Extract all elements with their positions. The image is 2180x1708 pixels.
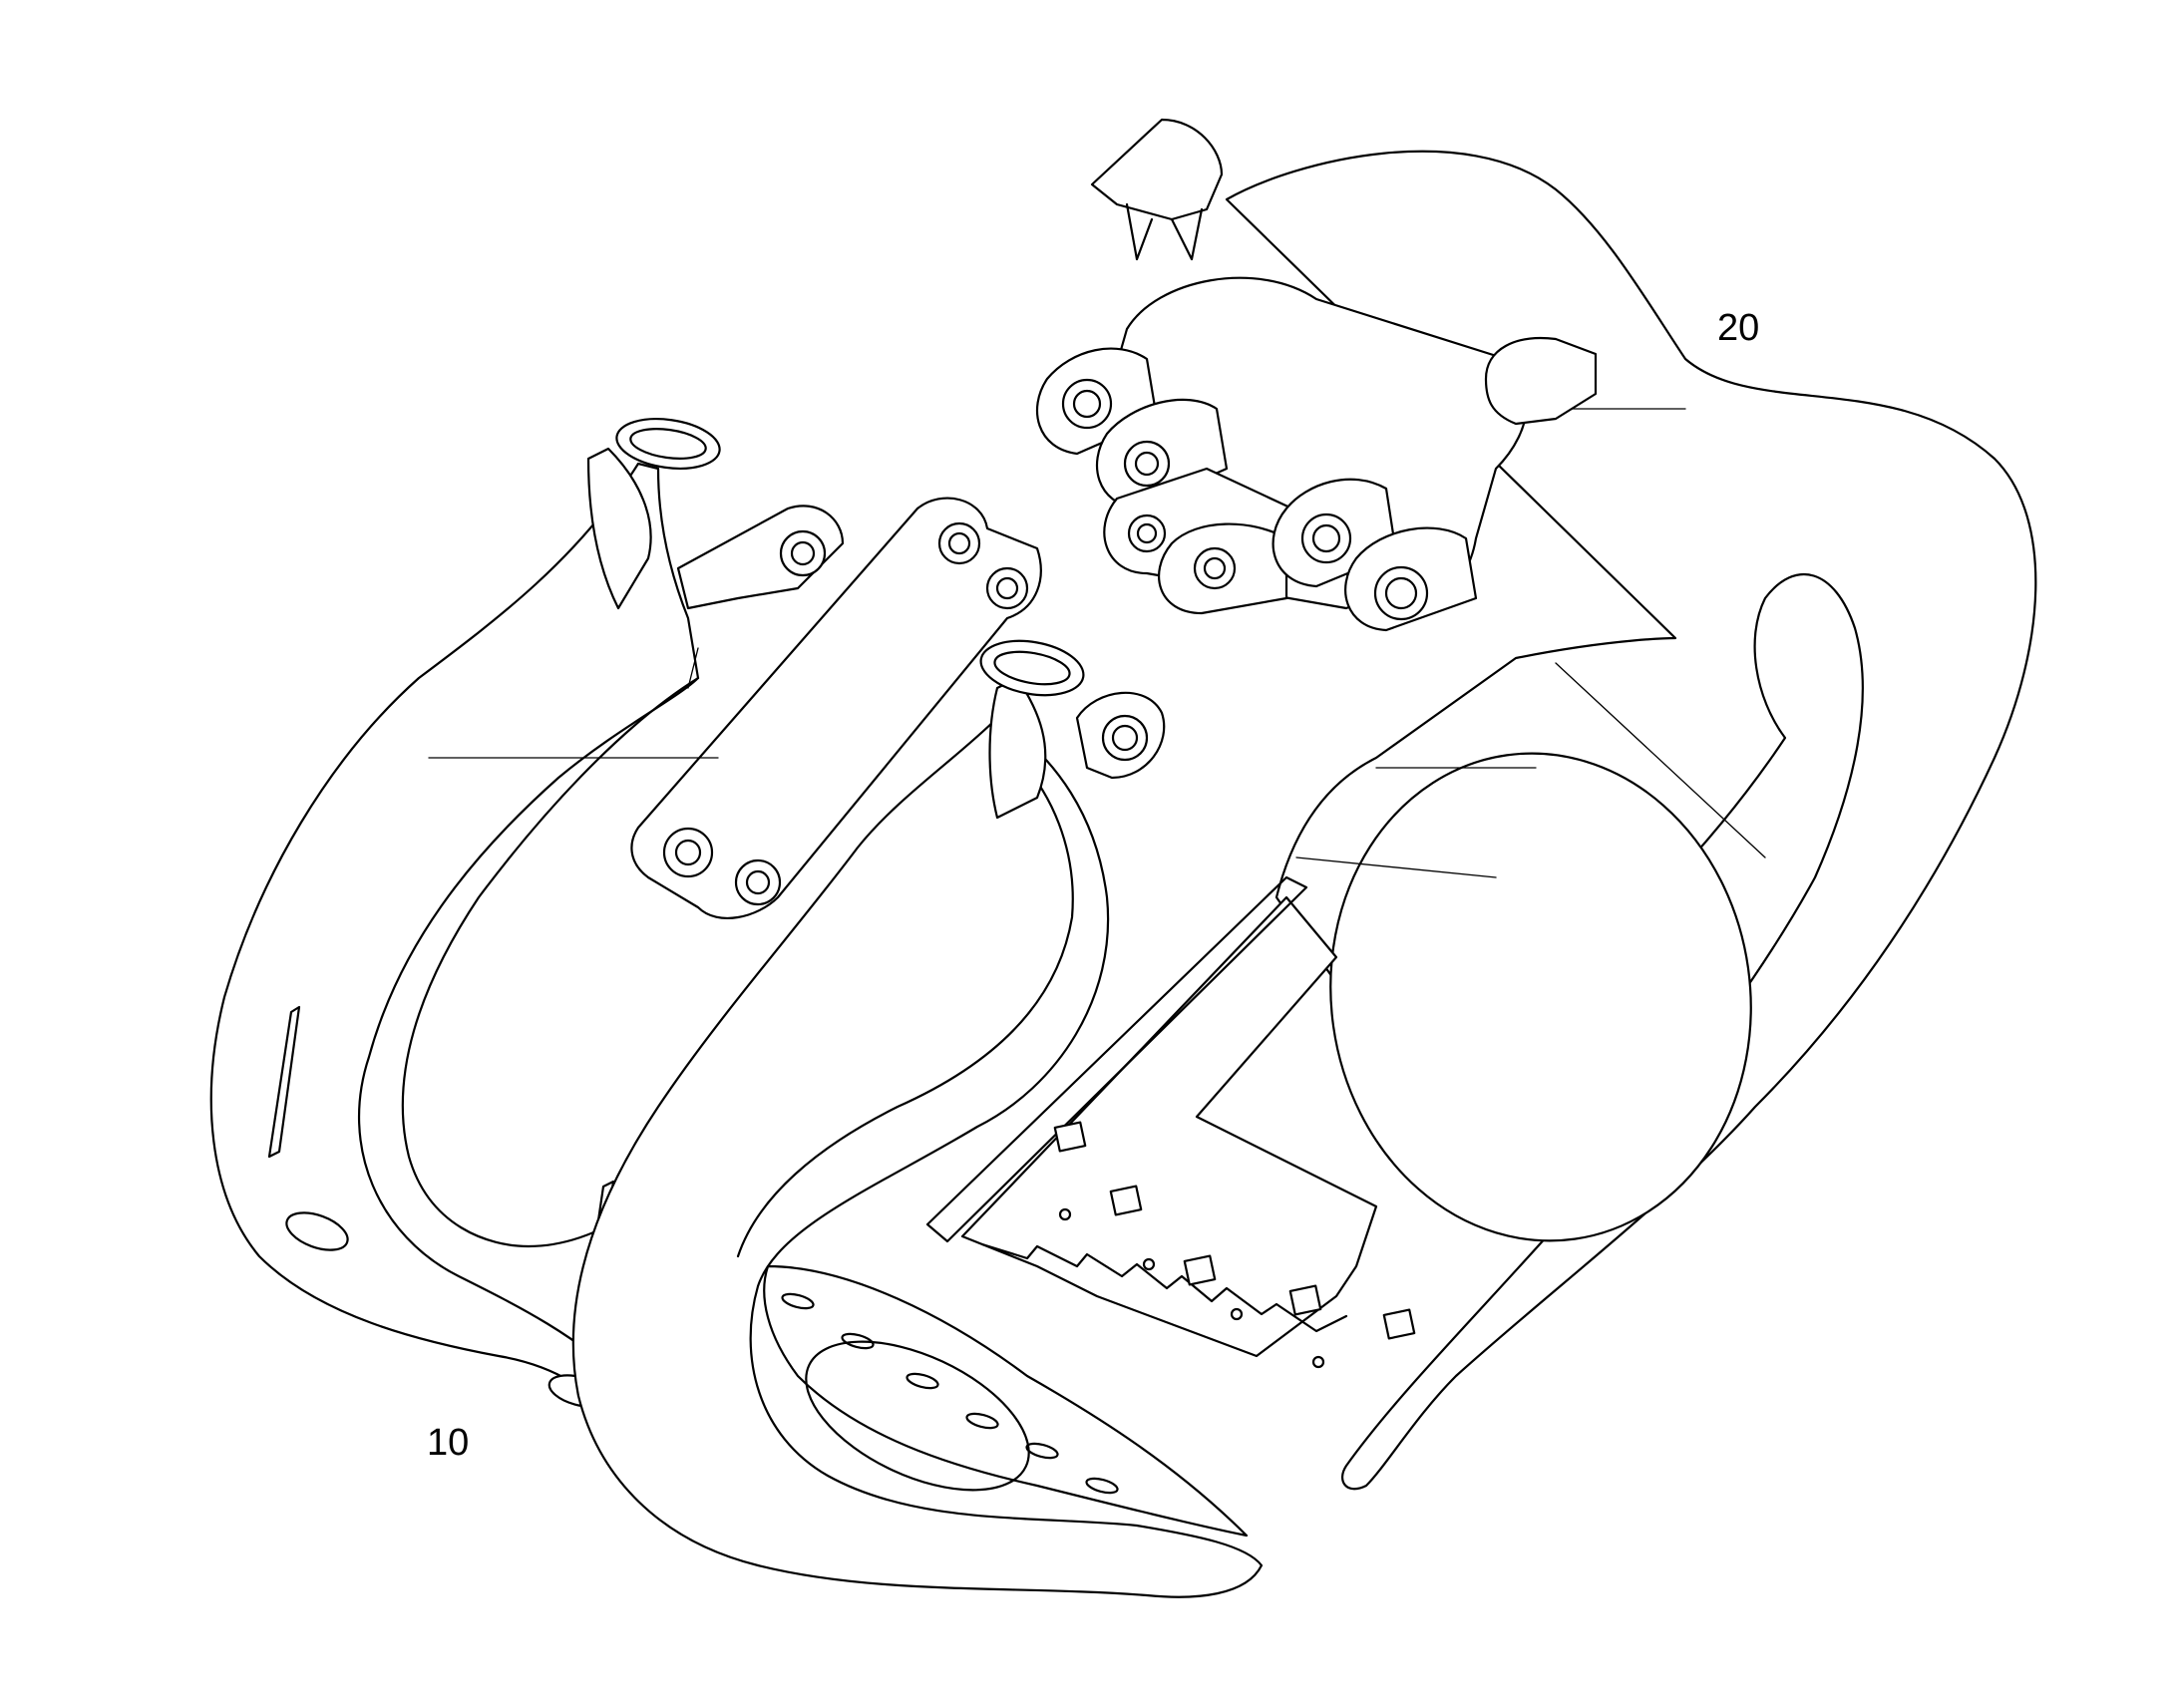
- right-jaw-tooth-plate: [960, 895, 1378, 1358]
- reference-numeral-20: 20: [1717, 307, 1760, 349]
- left-jaw-construction-lines: [428, 647, 719, 759]
- left-jaw-cylinder-mount-right: [988, 676, 1047, 820]
- left-jaw-hole-1: [285, 1211, 349, 1251]
- left-jaw-tooth-blade: [763, 1264, 1249, 1537]
- right-grapple-jaw-20: [925, 118, 2037, 1491]
- left-jaw-slot-1: [267, 1005, 301, 1159]
- left-jaw-link-pin-1: [779, 529, 827, 577]
- left-jaw-cylinder-ring-left: [615, 418, 721, 470]
- left-jaw-link-holes: [662, 521, 1029, 906]
- left-jaw-side-lug-hole: [1101, 714, 1149, 762]
- right-jaw-plate-holes: [1058, 1207, 1325, 1369]
- left-jaw-back-inner: [401, 676, 700, 1248]
- reference-numeral-10: 10: [427, 1422, 470, 1464]
- right-jaw-bracket-ribs: [1125, 202, 1204, 261]
- right-jaw-lugs: [1035, 347, 1478, 632]
- right-jaw-tube-connector: [1484, 337, 1598, 426]
- left-jaw-link-plate-front: [630, 497, 1042, 919]
- left-jaw-front-arm: [571, 716, 1264, 1598]
- right-jaw-plate-edge: [925, 875, 1308, 1243]
- left-jaw-front-arm-inner: [736, 736, 1074, 1258]
- left-grapple-jaw-10: [209, 418, 1264, 1598]
- right-jaw-serrated-edge: [980, 1242, 1348, 1333]
- left-jaw-cylinder-mount-left: [586, 447, 652, 610]
- left-jaw-blade-slots: [781, 1292, 1119, 1495]
- right-jaw-sockets: [1053, 1121, 1416, 1340]
- right-jaw-rear-bracket: [1090, 118, 1224, 221]
- left-jaw-cylinder-ring-left-inner: [629, 428, 707, 460]
- right-jaw-oval-opening: [1329, 752, 1752, 1242]
- left-jaw-blade-opening: [805, 1340, 1030, 1492]
- left-jaw-cylinder-ring-right-inner: [993, 650, 1071, 686]
- left-jaw-cylinder-ring-right: [979, 639, 1085, 697]
